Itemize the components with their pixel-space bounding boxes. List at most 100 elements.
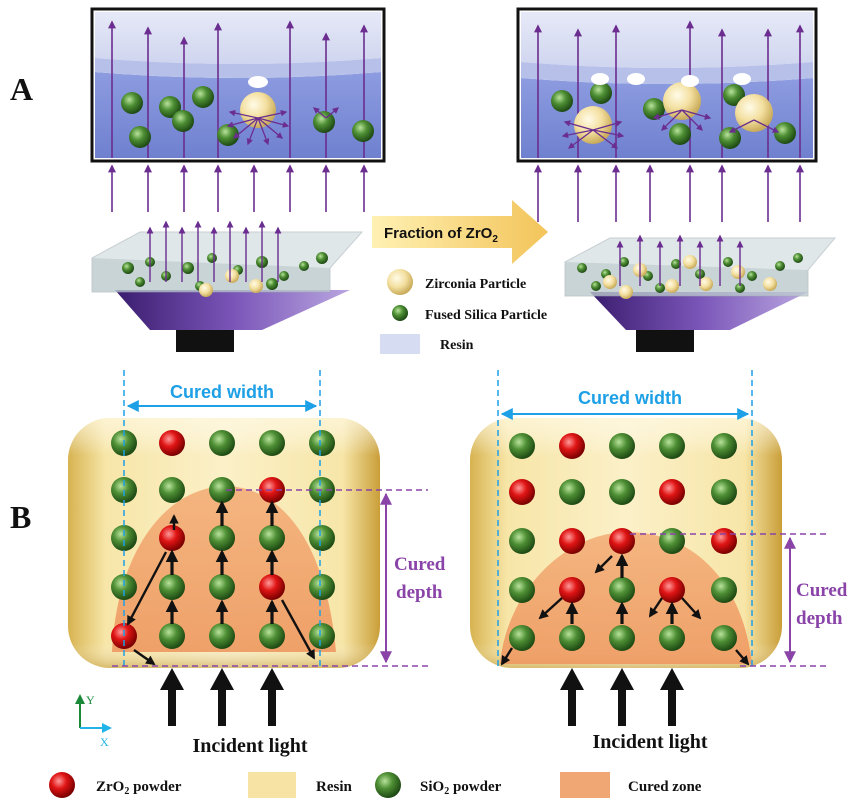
left-cured-width-label: Cured width xyxy=(170,382,274,402)
sio2-powder-icon xyxy=(375,772,401,798)
silica-particle xyxy=(207,253,217,263)
scatter-arrow xyxy=(681,109,712,120)
scatter-arrow xyxy=(500,647,514,666)
incident-light-arrow xyxy=(610,668,634,726)
left-resin-block xyxy=(68,418,380,668)
silica-particle xyxy=(619,257,629,267)
sio2-powder xyxy=(609,479,635,505)
zirconia-particle xyxy=(763,277,777,291)
scatter-arrow xyxy=(661,109,683,131)
silica-particle xyxy=(313,111,335,133)
scatter-arrow xyxy=(313,107,327,119)
incident-light-arrow xyxy=(660,668,684,726)
scatter-arrow xyxy=(538,597,563,620)
silica-particle xyxy=(669,123,691,145)
legend-sio2-label: SiO2 powder xyxy=(420,779,502,797)
zirconia-particle xyxy=(663,82,701,120)
silica-particle xyxy=(723,257,733,267)
resin-swatch-icon xyxy=(380,334,420,354)
scatter-arrow xyxy=(652,109,683,120)
right-incident-light-label: Incident light xyxy=(592,731,707,753)
zirconia-particle xyxy=(699,277,713,291)
zirconia-particle xyxy=(731,265,745,279)
zirconia-particle xyxy=(225,269,239,283)
right-tray-arrows xyxy=(616,234,744,286)
svg-text:Fraction of ZrO2: Fraction of ZrO2 xyxy=(384,225,498,245)
scatter-arrow xyxy=(592,129,625,139)
sio2-powder xyxy=(209,525,235,551)
panel-b-label: B xyxy=(10,499,31,535)
zirconia-particle xyxy=(735,94,773,132)
silica-particle-icon xyxy=(392,305,408,321)
panel-b-legend: ZrO2 powder Resin SiO2 powder Cured zone xyxy=(49,772,702,798)
zro2-powder xyxy=(259,574,285,600)
silica-particle xyxy=(590,82,612,104)
sio2-powder xyxy=(509,625,535,651)
zro2-powder-icon xyxy=(49,772,75,798)
left-cured-depth-indicator: Cured depth xyxy=(112,489,446,667)
right-rising-light-arrows xyxy=(534,164,804,222)
silica-particle xyxy=(591,281,601,291)
scatter-arrow xyxy=(280,599,316,660)
sio2-powder xyxy=(259,623,285,649)
zro2-powder xyxy=(509,479,535,505)
right-printer xyxy=(534,164,837,352)
scatter-arrow xyxy=(567,129,594,149)
scatter-arrow xyxy=(563,120,594,131)
left-tray-particles xyxy=(122,252,328,297)
fraction-arrow: Fraction of ZrO2 xyxy=(372,200,548,264)
sio2-powder xyxy=(209,623,235,649)
fraction-arrow-label: Fraction of ZrO xyxy=(384,225,493,242)
right-scatter-arrows xyxy=(500,553,750,666)
scatter-arrow xyxy=(592,120,623,131)
sio2-powder xyxy=(111,525,137,551)
sio2-powder xyxy=(209,430,235,456)
right-cured-width-label: Cured width xyxy=(578,388,682,408)
sio2-powder xyxy=(711,479,737,505)
y-axis-label: Y xyxy=(86,693,95,707)
left-cured-width-indicator: Cured width xyxy=(123,370,321,668)
silica-particle xyxy=(316,252,328,264)
right-cured-depth-label-line2: depth xyxy=(796,608,843,629)
silica-particle xyxy=(352,120,374,142)
left-rising-light-arrows xyxy=(108,164,368,212)
right-cured-width-indicator: Cured width xyxy=(497,370,753,668)
zro2-powder xyxy=(659,577,685,603)
incident-light-arrow xyxy=(260,668,284,726)
right-powder-grid xyxy=(509,433,737,651)
zro2-powder xyxy=(559,528,585,554)
scatter-arrow xyxy=(228,109,259,119)
legend-resin-label: Resin xyxy=(440,338,474,353)
resin-gap xyxy=(591,73,609,85)
left-cured-depth-label-line2: depth xyxy=(396,582,443,603)
scatter-arrow xyxy=(257,117,283,139)
legend-cured-zone-label: Cured zone xyxy=(628,779,702,795)
panel-a: A xyxy=(10,7,837,354)
silica-particle xyxy=(774,122,796,144)
right-tray-particles xyxy=(577,253,803,299)
silica-particle xyxy=(735,283,745,293)
legend-zirconia-label: Zirconia Particle xyxy=(425,277,526,292)
scatter-arrow xyxy=(753,119,780,133)
sio2-powder xyxy=(509,577,535,603)
zirconia-particle xyxy=(249,279,263,293)
scatter-arrow xyxy=(681,109,703,131)
resin-swatch-icon xyxy=(248,772,296,798)
scatter-arrow xyxy=(133,649,156,666)
zirconia-particle xyxy=(240,92,276,128)
silica-particle xyxy=(135,277,145,287)
scatter-arrow xyxy=(561,129,594,139)
sio2-powder xyxy=(509,433,535,459)
scatter-arrow xyxy=(257,109,288,119)
x-axis-label: X xyxy=(100,735,109,749)
incident-light-arrow xyxy=(210,668,234,726)
silica-particle xyxy=(551,90,573,112)
incident-light-arrows xyxy=(160,668,684,726)
scatter-arrow xyxy=(226,117,259,128)
panel-a-label: A xyxy=(10,71,33,107)
scatter-arrow xyxy=(735,649,750,666)
zirconia-particle xyxy=(665,279,679,293)
silica-particle xyxy=(299,261,309,271)
silica-particle xyxy=(793,253,803,263)
sio2-powder xyxy=(309,525,335,551)
